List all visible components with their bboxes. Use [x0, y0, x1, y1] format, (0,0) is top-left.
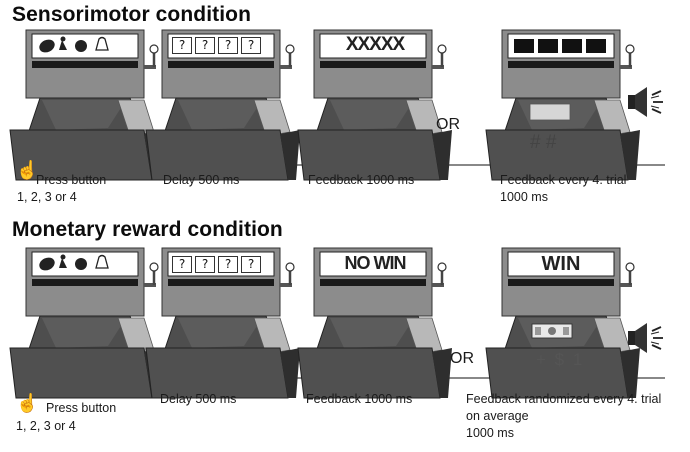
question-cell: ? — [195, 256, 215, 273]
sensorimotor-heading: Sensorimotor condition — [12, 3, 252, 26]
press-caption-2a: Press button — [46, 401, 117, 415]
question-cell: ? — [218, 256, 238, 273]
feedback-display-2: NO WIN — [344, 253, 407, 273]
alt-caption-1a: Feedback every 4. trial — [500, 173, 627, 187]
question-cell: ? — [241, 37, 261, 54]
delay-display-1: ? ? ? ? — [172, 37, 272, 54]
machine-alt-1 — [484, 28, 642, 182]
alt-caption-2a: Feedback randomized every 4. trial — [466, 392, 662, 406]
speaker-icon — [627, 322, 664, 354]
alt-display-2: WIN — [541, 253, 581, 275]
banknote-icon — [531, 323, 573, 339]
question-cell: ? — [218, 37, 238, 54]
alt-caption-2c: 1000 ms — [466, 426, 514, 440]
question-cell: ? — [195, 37, 215, 54]
press-caption-2b: 1, 2, 3 or 4 — [16, 419, 76, 433]
alt-bottom-2: + $ 1 — [536, 350, 585, 369]
feedback-caption-2: Feedback 1000 ms — [306, 392, 413, 406]
machine-alt-2 — [484, 246, 642, 400]
delay-display-2: ? ? ? ? — [172, 256, 272, 273]
pointing-hand-icon: ☝ — [16, 393, 39, 413]
machine-press-2 — [8, 246, 166, 400]
or-label-1: OR — [436, 116, 460, 133]
press-caption-1b: 1, 2, 3 or 4 — [17, 190, 77, 204]
monetary-heading: Monetary reward condition — [12, 218, 283, 241]
alt-bottom-1: # # — [530, 132, 557, 153]
question-cell: ? — [241, 256, 261, 273]
feedback-display-1: XXXXX — [345, 34, 405, 55]
delay-caption-2: Delay 500 ms — [160, 392, 237, 406]
pointing-hand-icon: ☝ — [16, 160, 39, 180]
speaker-icon — [627, 86, 664, 118]
question-cell: ? — [172, 256, 192, 273]
press-caption-1a: Press button — [36, 173, 107, 187]
alt-caption-2b: on average — [466, 409, 529, 423]
or-label-2: OR — [450, 350, 474, 367]
delay-caption-1: Delay 500 ms — [163, 173, 240, 187]
alt-caption-1b: 1000 ms — [500, 190, 548, 204]
machine-press-1 — [8, 28, 166, 182]
feedback-caption-1: Feedback 1000 ms — [308, 173, 415, 187]
question-cell: ? — [172, 37, 192, 54]
